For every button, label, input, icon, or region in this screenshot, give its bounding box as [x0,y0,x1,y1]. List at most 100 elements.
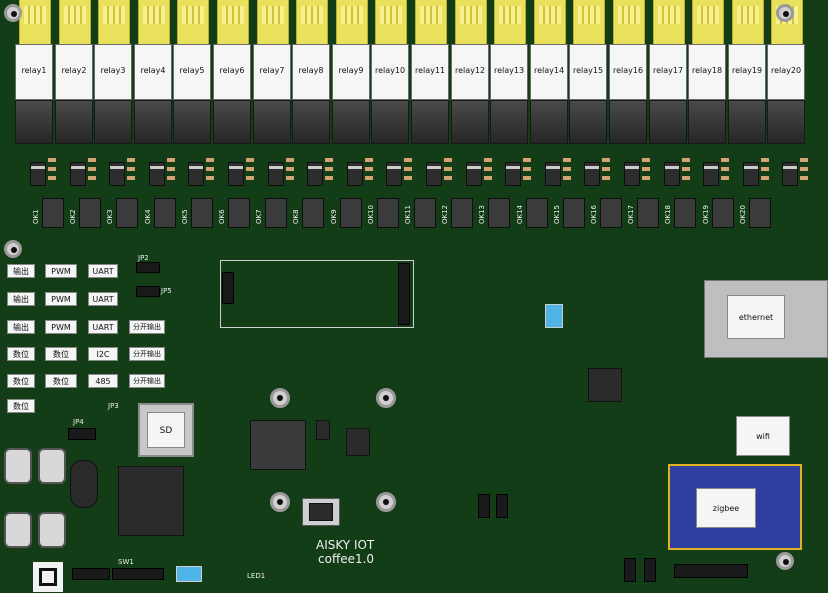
relay-body [649,44,687,100]
relay-label: relay2 [61,66,87,75]
smd-pad [721,167,729,171]
optocoupler [749,198,771,228]
wifi-label: wifi [736,416,790,456]
relay-body [15,44,53,100]
relay-base [55,100,93,144]
optocoupler-label: OK15 [553,204,561,224]
smd-pad [404,158,412,162]
smd-pad [365,167,373,171]
optocoupler-label: OK13 [478,204,486,224]
relay-terminal [692,0,724,44]
smd-pad [682,176,690,180]
led1-label: LED1 [247,572,266,580]
pin-header-sw1 [112,568,164,580]
brand-line2: coffee1.0 [318,552,375,566]
relay-label: relay8 [298,66,324,75]
relay-label: relay5 [179,66,205,75]
relay-body [94,44,132,100]
optocoupler-label: OK3 [106,209,114,224]
smd-pad [167,176,175,180]
smd-pad [325,167,333,171]
smd-pad [682,167,690,171]
optocoupler [191,198,213,228]
smd-pad [800,158,808,162]
relay-label: relay12 [454,66,486,75]
smd-pad [286,176,294,180]
smd-pad [127,167,135,171]
smd-pad [642,176,650,180]
io-label: PWM [45,264,77,278]
relay-body [332,44,370,100]
io-label: 数位 [7,374,35,388]
relay-base [173,100,211,144]
smd-pad [206,176,214,180]
inductor [250,420,306,470]
diode [347,162,363,186]
relay-body [569,44,607,100]
smd-pad [404,176,412,180]
smd-pad [325,158,333,162]
relay-base [253,100,291,144]
relay-body [490,44,528,100]
optocoupler [79,198,101,228]
mounting-hole [376,492,396,512]
smd-pad [48,176,56,180]
relay-terminal [613,0,645,44]
mounting-hole [776,552,794,570]
optocoupler [637,198,659,228]
pin-header [222,272,234,304]
io-label: 数位 [45,347,77,361]
pin-header [624,558,636,582]
reset-button[interactable] [176,566,202,582]
smd-pad [721,176,729,180]
optocoupler-label: OK6 [218,209,226,224]
relay-base [134,100,172,144]
diode [149,162,165,186]
diode [268,162,284,186]
smd-pad [48,158,56,162]
optocoupler [526,198,548,228]
relay-terminal [415,0,447,44]
boot-button[interactable] [545,304,563,328]
sd-card-slot: SD [138,403,194,457]
diode [188,162,204,186]
smd-pad [484,167,492,171]
optocoupler-label: OK1 [32,209,40,224]
smd-pad [602,176,610,180]
relay-body [767,44,805,100]
optocoupler-label: OK5 [181,209,189,224]
diode [664,162,680,186]
smd-pad [484,158,492,162]
diode [70,162,86,186]
optocoupler-label: OK2 [69,209,77,224]
diode [624,162,640,186]
optocoupler [600,198,622,228]
diode [703,162,719,186]
pin-header [496,494,508,518]
smd-pad [88,158,96,162]
relay-label: relay17 [652,66,684,75]
optocoupler [451,198,473,228]
smd-pad [286,158,294,162]
diode [505,162,521,186]
relay-terminal [573,0,605,44]
jumper-jp2 [136,262,160,273]
io-label: UART [88,292,118,306]
io-label: 输出 [7,320,35,334]
io-label: 分开输出 [129,374,165,388]
io-label: PWM [45,320,77,334]
relay-label: relay6 [219,66,245,75]
optocoupler-label: OK11 [404,204,412,224]
relay-body [371,44,409,100]
zigbee-label: zigbee [696,488,756,528]
relay-label: relay3 [100,66,126,75]
relay-base [213,100,251,144]
relay-label: relay18 [691,66,723,75]
smd-pad [602,158,610,162]
pin-header [644,558,656,582]
relay-body [55,44,93,100]
io-label: 分开输出 [129,320,165,334]
relay-body [728,44,766,100]
relay-body [292,44,330,100]
